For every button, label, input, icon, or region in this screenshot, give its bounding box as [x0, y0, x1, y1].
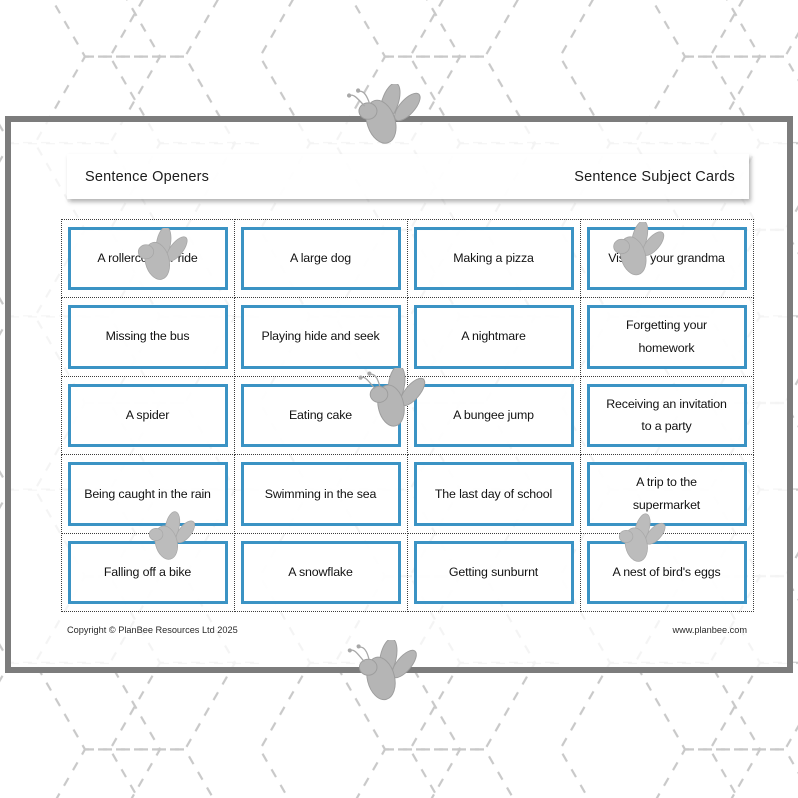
card-cut-cell: Eating cake [233, 375, 408, 456]
card-cut-cell: The last day of school [406, 454, 581, 534]
card-cut-cell: Visiting your grandma [579, 218, 754, 299]
card-label: A spider [125, 408, 170, 423]
sentence-subject-card[interactable]: Eating cake [240, 383, 401, 448]
card-label: A large dog [289, 250, 352, 265]
sentence-subject-card[interactable]: A nest of bird's eggs [586, 540, 747, 605]
sentence-subject-card[interactable]: Being caught in the rain [67, 462, 228, 526]
card-label: A snowflake [288, 565, 353, 580]
card-cut-cell: Missing the bus [60, 297, 235, 377]
card-label: Eating cake [288, 408, 353, 423]
page-header-banner: Sentence Openers Sentence Subject Cards [67, 154, 749, 199]
sentence-subject-card[interactable]: Missing the bus [67, 305, 228, 369]
card-label: Getting sunburnt [448, 565, 539, 580]
card-cut-cell: Swimming in the sea [233, 454, 408, 534]
worksheet-page: Sentence Openers Sentence Subject Cards … [5, 116, 793, 673]
sentence-subject-card[interactable]: A large dog [240, 226, 401, 291]
header-title-left: Sentence Openers [85, 168, 210, 185]
copyright-text: Copyright © PlanBee Resources Ltd 2025 [67, 625, 238, 635]
card-cut-cell: A large dog [233, 218, 408, 299]
sentence-subject-card[interactable]: Making a pizza [413, 226, 574, 291]
card-cut-cell: A snowflake [233, 532, 408, 613]
card-label: Playing hide and seek [261, 329, 380, 344]
sentence-subject-card[interactable]: A bungee jump [413, 383, 574, 448]
card-cut-cell: Getting sunburnt [406, 532, 581, 613]
header-title-right: Sentence Subject Cards [574, 168, 735, 185]
card-label: A rollercoaster ride [97, 250, 198, 265]
sentence-subject-card[interactable]: Swimming in the sea [240, 462, 401, 526]
card-label: Swimming in the sea [264, 486, 377, 501]
sentence-subject-card[interactable]: A spider [67, 383, 228, 448]
sentence-subject-card[interactable]: A nightmare [413, 305, 574, 369]
card-cut-cell: Being caught in the rain [60, 454, 235, 534]
sentence-subject-card[interactable]: A snowflake [240, 540, 401, 605]
card-cut-cell: A bungee jump [406, 375, 581, 456]
website-url: www.planbee.com [672, 625, 747, 635]
card-label: Making a pizza [453, 250, 534, 265]
card-label: A bungee jump [453, 408, 534, 423]
sentence-subject-card[interactable]: Getting sunburnt [413, 540, 574, 605]
card-label: Missing the bus [105, 329, 190, 344]
card-cut-cell: Making a pizza [406, 218, 581, 299]
sentence-subject-card[interactable]: Visiting your grandma [586, 226, 747, 291]
card-cut-cell: Falling off a bike [60, 532, 235, 613]
sentence-subject-card[interactable]: Falling off a bike [67, 540, 228, 605]
sentence-subject-card[interactable]: Playing hide and seek [240, 305, 401, 369]
card-cut-cell: A rollercoaster ride [60, 218, 235, 299]
card-label: Being caught in the rain [84, 486, 211, 501]
card-cut-cell: Playing hide and seek [233, 297, 408, 377]
card-label: A nest of bird's eggs [612, 565, 721, 580]
sentence-subject-card[interactable]: The last day of school [413, 462, 574, 526]
card-label: The last day of school [434, 486, 553, 501]
sentence-subject-card[interactable]: A rollercoaster ride [67, 226, 228, 291]
card-label: A nightmare [461, 329, 526, 344]
card-cut-cell: A spider [60, 375, 235, 456]
card-cut-cell: A nest of bird's eggs [579, 532, 754, 613]
card-cut-cell: A nightmare [406, 297, 581, 377]
card-label: Visiting your grandma [608, 250, 725, 265]
sentence-subject-card-grid: A rollercoaster ride A large dog Making a … [60, 218, 754, 613]
card-label: Falling off a bike [103, 565, 192, 580]
